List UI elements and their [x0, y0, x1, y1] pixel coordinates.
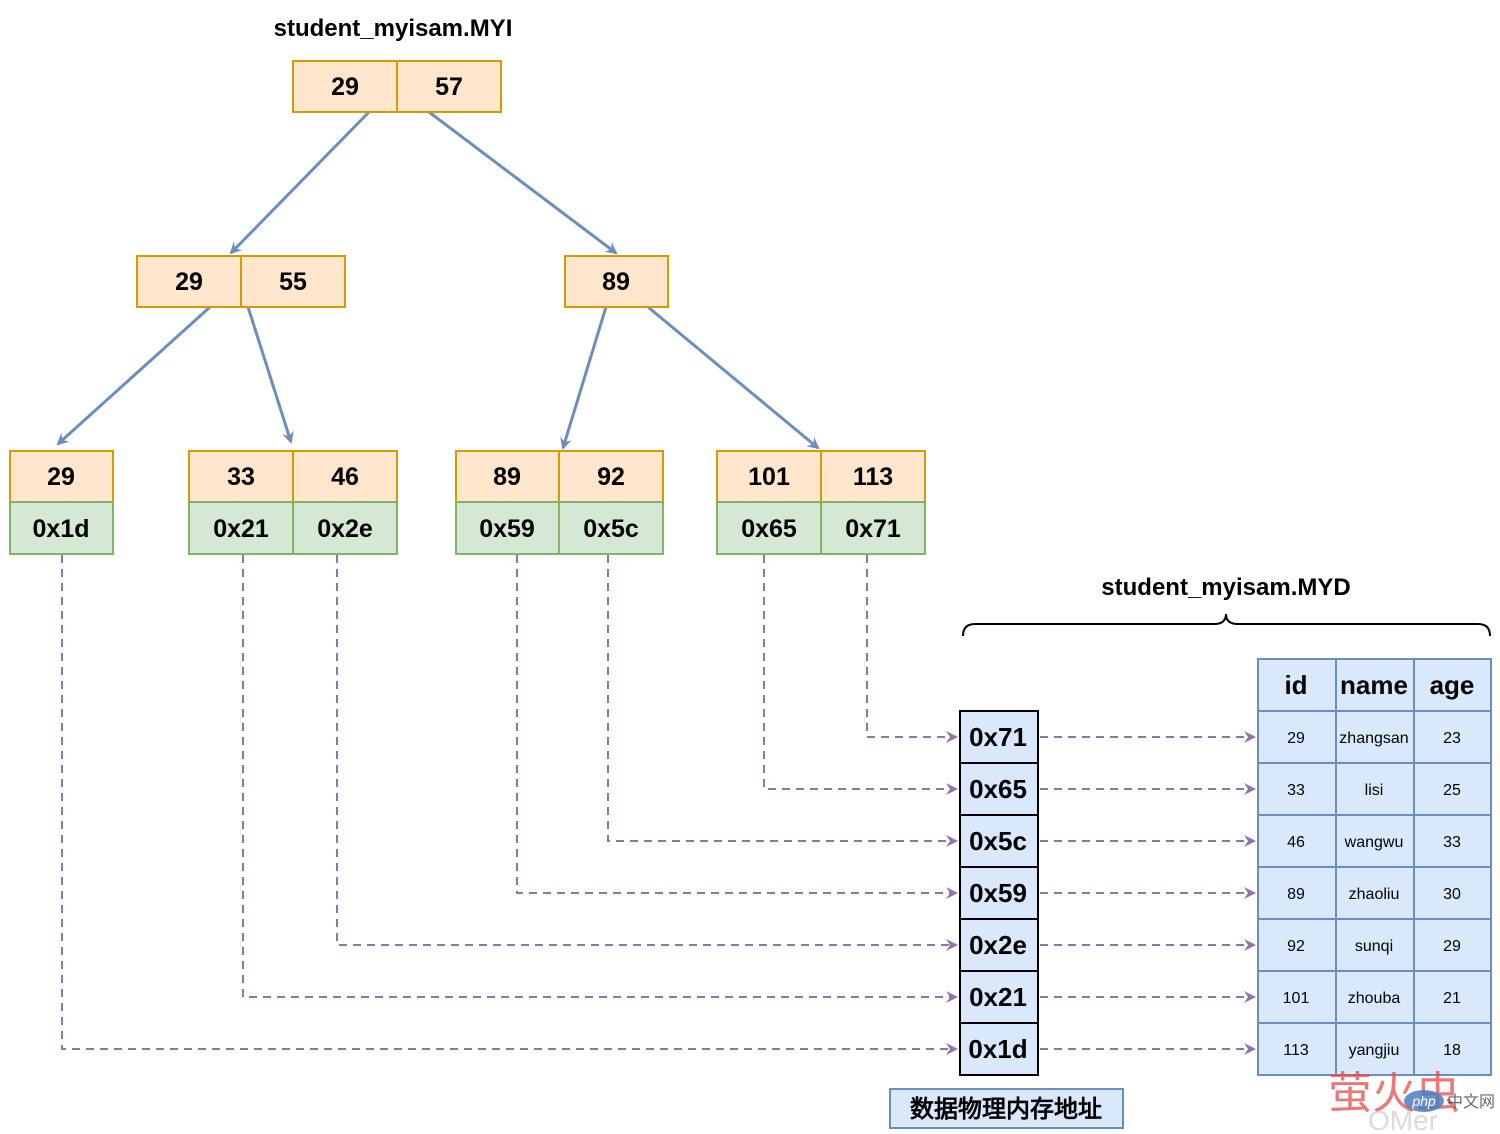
address-row-edges	[1040, 731, 1256, 1055]
root-node: 29 57	[292, 60, 502, 113]
leaf-node: 101 113 0x65 0x71	[716, 450, 926, 555]
address-cell: 0x1d	[968, 1034, 1027, 1064]
tree-edge	[560, 306, 608, 450]
table-cell: 18	[1443, 1042, 1461, 1059]
table-cell: 29	[1287, 730, 1305, 747]
table-cell: zhouba	[1348, 990, 1401, 1007]
table-cell: 46	[1287, 834, 1305, 851]
leaf-pointer: 0x71	[845, 515, 901, 543]
table-cell: 30	[1443, 886, 1461, 903]
table-cell: 29	[1443, 938, 1461, 955]
leaf-node: 29 0x1d	[9, 450, 114, 555]
address-column: 0x71 0x65 0x5c 0x59 0x2e 0x21 0x1d	[959, 710, 1039, 1076]
table-cell: 89	[1287, 886, 1305, 903]
leaf-key: 113	[853, 463, 893, 491]
leaf-pointer: 0x21	[213, 515, 269, 543]
watermark-badge-icon	[1404, 1090, 1444, 1112]
table-header: id	[1284, 670, 1307, 700]
tree-edge	[56, 305, 212, 446]
table-cell: 33	[1287, 782, 1305, 799]
data-file-title: student_myisam.MYD	[1101, 574, 1350, 601]
tree-edge	[229, 110, 371, 255]
internal-key: 29	[175, 268, 203, 296]
internal-node-left: 29 55	[136, 255, 346, 308]
tree-edge	[246, 306, 294, 444]
address-cell: 0x21	[969, 982, 1027, 1012]
internal-node-right: 89	[564, 255, 669, 308]
leaf-key: 29	[47, 463, 75, 491]
watermark: 萤火虫 OMer php 中文网	[1328, 1068, 1495, 1134]
table-cell: zhangsan	[1339, 730, 1408, 747]
pointer-edge-0x1d	[61, 555, 958, 1055]
table-cell: 23	[1443, 730, 1461, 747]
pointer-edge-0x71	[866, 555, 958, 743]
table-cell: 33	[1443, 834, 1461, 851]
table-cell: 113	[1283, 1042, 1309, 1059]
leaf-key: 92	[597, 463, 625, 491]
table-cell: 92	[1287, 938, 1305, 955]
pointer-edge-0x21	[242, 555, 958, 1003]
address-cell: 0x5c	[969, 826, 1027, 856]
pointer-edge-0x59	[516, 555, 958, 899]
table-header: age	[1430, 670, 1475, 700]
root-key: 57	[435, 73, 463, 101]
address-cell: 0x65	[969, 774, 1027, 804]
watermark-badge: php	[1411, 1093, 1436, 1109]
leaf-pointer: 0x5c	[583, 515, 639, 543]
pointer-edges	[61, 555, 958, 1055]
data-table: id name age 29 zhangsan 23 33 lisi 25 46…	[1257, 658, 1492, 1076]
table-cell: lisi	[1365, 782, 1384, 799]
table-cell: 25	[1443, 782, 1461, 799]
leaf-key: 33	[227, 463, 255, 491]
leaf-key: 46	[331, 463, 359, 491]
leaf-node: 33 46 0x21 0x2e	[188, 450, 398, 555]
pointer-edge-0x2e	[336, 555, 958, 951]
address-cell: 0x2e	[969, 930, 1027, 960]
table-header: name	[1340, 670, 1408, 700]
address-caption: 数据物理内存地址	[910, 1095, 1102, 1123]
pointer-edge-0x65	[763, 555, 958, 795]
watermark-sub: 中文网	[1447, 1093, 1495, 1111]
leaf-pointer: 0x2e	[317, 515, 373, 543]
root-key: 29	[331, 73, 359, 101]
internal-key: 89	[602, 268, 630, 296]
table-cell: 21	[1443, 990, 1461, 1007]
address-caption-box: 数据物理内存地址	[889, 1088, 1124, 1129]
table-cell: 101	[1283, 990, 1310, 1007]
internal-key: 55	[279, 268, 307, 296]
leaf-key: 89	[493, 463, 521, 491]
address-cell: 0x59	[969, 878, 1027, 908]
leaf-pointer: 0x59	[479, 515, 535, 543]
tree-edges	[56, 110, 820, 450]
table-cell: yangjiu	[1349, 1042, 1400, 1059]
leaf-node: 89 92 0x59 0x5c	[455, 450, 664, 555]
tree-edge	[647, 305, 820, 450]
leaf-pointer: 0x1d	[33, 515, 90, 543]
pointer-edge-0x5c	[607, 555, 958, 847]
table-cell: wangwu	[1344, 834, 1404, 851]
tree-edge	[428, 110, 618, 255]
index-file-title: student_myisam.MYI	[274, 15, 513, 42]
leaf-pointer: 0x65	[741, 515, 797, 543]
leaf-key: 101	[748, 463, 790, 491]
table-cell: zhaoliu	[1349, 886, 1400, 903]
table-cell: sunqi	[1355, 938, 1393, 955]
data-file-brace	[962, 613, 1491, 637]
address-cell: 0x71	[969, 722, 1027, 752]
